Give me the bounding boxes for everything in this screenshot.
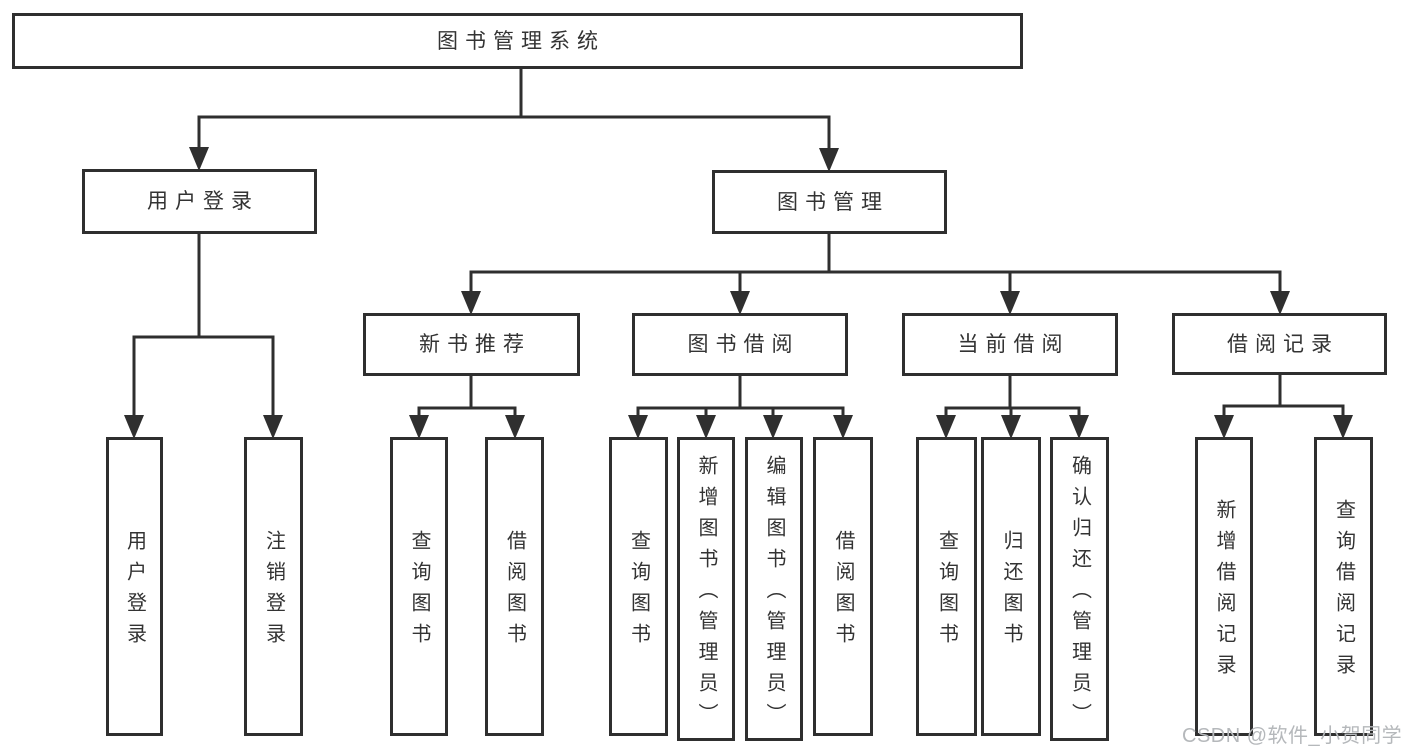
node-new-book-rec: 新书推荐 bbox=[363, 313, 580, 376]
node-leaf-br-query: 查询借阅记录 bbox=[1314, 437, 1373, 736]
arrowhead-icons bbox=[124, 147, 1353, 439]
node-leaf-bb-add: 新增图书（管理员） bbox=[677, 437, 735, 741]
node-leaf-logout: 注销登录 bbox=[244, 437, 303, 736]
node-leaf-bb-borrow: 借阅图书 bbox=[813, 437, 873, 736]
node-root: 图书管理系统 bbox=[12, 13, 1023, 69]
node-borrow-records: 借阅记录 bbox=[1172, 313, 1387, 375]
node-leaf-login: 用户登录 bbox=[106, 437, 163, 736]
csdn-watermark: CSDN @软件_小贺同学 bbox=[1182, 725, 1403, 747]
node-leaf-bb-edit: 编辑图书（管理员） bbox=[745, 437, 803, 741]
node-current-borrow: 当前借阅 bbox=[902, 313, 1118, 376]
node-leaf-cb-query: 查询图书 bbox=[916, 437, 977, 736]
node-leaf-br-add: 新增借阅记录 bbox=[1195, 437, 1253, 736]
node-leaf-bb-query: 查询图书 bbox=[609, 437, 668, 736]
node-leaf-cb-return: 归还图书 bbox=[981, 437, 1041, 736]
node-leaf-cb-confirm: 确认归还（管理员） bbox=[1050, 437, 1109, 741]
node-book-mgmt: 图书管理 bbox=[712, 170, 947, 234]
node-leaf-rec-query: 查询图书 bbox=[390, 437, 448, 736]
node-book-borrow: 图书借阅 bbox=[632, 313, 848, 376]
node-leaf-rec-borrow: 借阅图书 bbox=[485, 437, 544, 736]
node-user-login: 用户登录 bbox=[82, 169, 317, 234]
